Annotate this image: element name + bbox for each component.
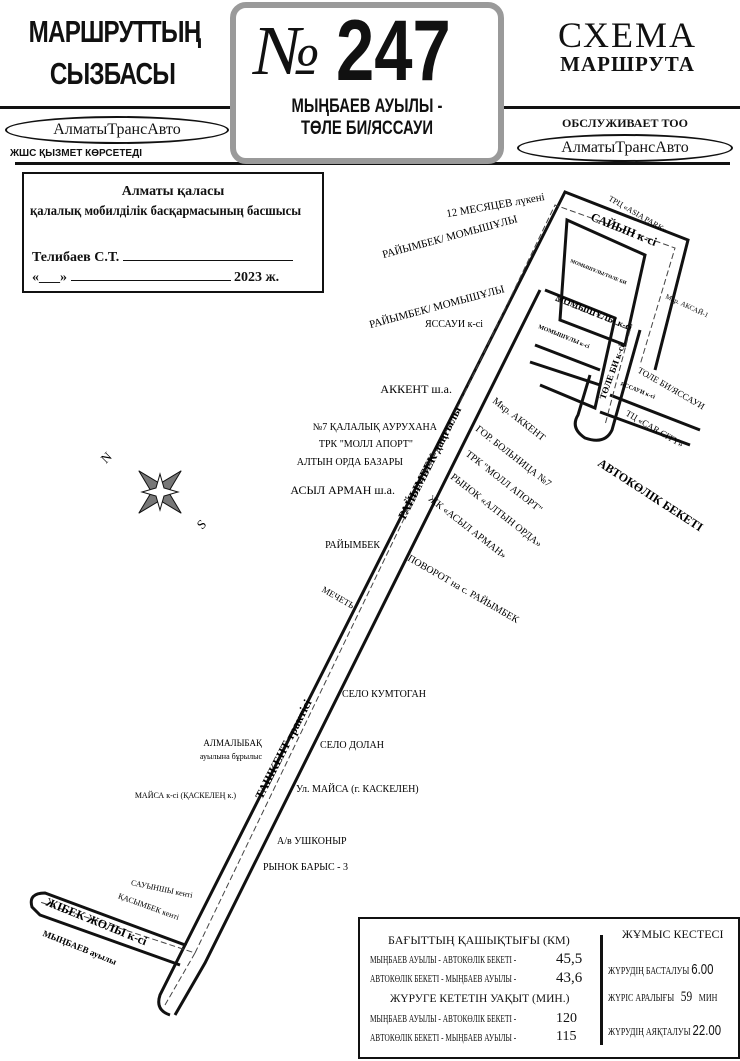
stop-povorot-raiymbek: ПОВОРОТ на с. РАЙЫМБЕК (406, 552, 522, 626)
time-value-1: 120 (556, 1011, 577, 1026)
date-line (70, 280, 231, 281)
header-rule-right (492, 106, 740, 109)
interval-value: 59 (680, 989, 693, 1005)
compass-rose: N S (98, 448, 210, 532)
title-kz-line1: МАРШРУТТЫҢ (28, 14, 202, 49)
stop-almalybak-turn: ауылына бұрылыс (200, 752, 263, 761)
stop-rynok-altyn-orda: РЫНОК «АЛТЫН ОРДА» (448, 472, 543, 550)
map-shape (554, 299, 631, 426)
road-label-momyshuly-tole: МОМЫШҰЛЫ/ТӨЛЕ БИ (569, 259, 627, 286)
main-road-left-edge (183, 190, 690, 946)
operator-ru-oval: АлматыТрансАвто (517, 134, 733, 162)
stop-sauynshy: САУЫНШЫ кенті (130, 878, 194, 900)
distance-row-2: АВТОКӨЛІК БЕКЕТІ - МЫҢБАЕВ АУЫЛЫ - (370, 974, 517, 985)
start-value: 6.00 (691, 961, 714, 978)
route-info-box: БАҒЫТТЫҢ ҚАШЫҚТЫҒЫ (КМ) МЫҢБАЕВ АУЫЛЫ - … (358, 917, 740, 1059)
map-shape: ТАШКЕНТ трактісі РАЙЫМБЕК даңғылы ЖІБЕК … (44, 210, 660, 949)
road-label-yassaui: ЯССАУИ к-сі (619, 381, 656, 400)
info-divider (600, 935, 603, 1045)
stop-avtokolik-beketi: АВТОКӨЛІК БЕКЕТІ (595, 456, 706, 535)
yassaui-street (599, 410, 691, 447)
stop-ul-maisa: Ул. МАЙСА (г. КАСКЕЛЕН) (296, 783, 419, 795)
interval-unit: МИН (698, 993, 718, 1004)
signature-line (122, 260, 293, 261)
number-sign: № (254, 13, 321, 90)
zhibek-zholy-road-outline (29, 891, 188, 1017)
map-shape (140, 472, 180, 512)
approval-date-day: «___» (32, 270, 67, 285)
stop-car-city: ТЦ «CAR CITY» (624, 408, 685, 449)
distance-value-2: 43,6 (556, 970, 583, 986)
route-path-dashed (39, 204, 676, 1006)
stop-12-mesyatsev: 12 МЕСЯЦЕВ лүкені (445, 191, 545, 220)
approval-year: 2023 ж. (234, 270, 280, 285)
inner-block-bottom (539, 288, 617, 411)
stop-selo-kumtogan: СЕЛО КУМТОГАН (342, 689, 426, 700)
time-title: ЖҮРУГЕ КЕТЕТІН УАҚЫТ (МИН.) (390, 993, 570, 1005)
compass-north-label: N (98, 448, 116, 466)
route-name-line1: МЫҢБАЕВ АУЫЛЫ - (291, 96, 443, 117)
title-kz-line2: СЫЗБАСЫ (49, 56, 176, 91)
end-value: 22.00 (692, 1022, 722, 1039)
road-label-momyshuly: МОМЫШҰЛЫ к-сі (554, 293, 634, 333)
inner-block-top (558, 217, 647, 348)
header-rule-left (0, 106, 232, 109)
time-row-1: МЫҢБАЕВ АУЫЛЫ - АВТОКӨЛІК БЕКЕТІ - (370, 1014, 517, 1025)
stop-mall-aport: ТРК "МОЛЛ АПОРТ" (319, 439, 413, 450)
time-row-2: АВТОКӨЛІК БЕКЕТІ - МЫҢБАЕВ АУЫЛЫ - (370, 1033, 517, 1044)
distance-row-1: МЫҢБАЕВ АУЫЛЫ - АВТОКӨЛІК БЕКЕТІ - (370, 955, 517, 966)
operator-ru-caption: ОБСЛУЖИВАЕТ ТОО (562, 116, 688, 130)
end-label: ЖҮРУДІҢ АЯҚТАЛУЫ (608, 1027, 691, 1038)
stop-akkent: АККЕНТ ш.а. (380, 382, 452, 396)
stop-raiymbek-momyshuly-1: РАЙЫМБЕК/ МОМЫШҰЛЫ (381, 213, 519, 261)
operator-kz-caption: ЖШС ҚЫЗМЕТ КӨРСЕТЕДІ (10, 148, 143, 159)
approval-box: Алматы қаласы қалалық мобилділік басқарм… (22, 172, 324, 293)
stop-ushkonyr: А/в УШКОНЫР (277, 836, 347, 847)
stop-tole-bi-yassaui: ТОЛЕ БИ/ЯССАУИ (636, 365, 707, 412)
stop-hospital-7: №7 ҚАЛАЛЫҚ АУРУХАНА (313, 422, 438, 433)
stop-mkr-akkent: Мкр. АККЕНТ (490, 396, 547, 444)
stop-almalybak: АЛМАЛЫБАҚ (203, 738, 263, 748)
time-value-2: 115 (556, 1029, 577, 1044)
start-label: ЖҮРУДІҢ БАСТАЛУЫ (608, 966, 690, 977)
schedule-title: ЖҰМЫС КЕСТЕСІ (622, 927, 724, 941)
compass-south-label: S (194, 516, 210, 532)
map-shape (39, 901, 196, 1006)
distance-title: БАҒЫТТЫҢ ҚАШЫҚТЫҒЫ (КМ) (388, 933, 570, 947)
stop-rynok-barys: РЫНОК БАРЫС - 3 (263, 862, 348, 873)
cross-street-1 (534, 343, 601, 372)
map-shape: 12 МЕСЯЦЕВ лүкені РАЙЫМБЕК/ МОМЫШҰЛЫ РАЙ… (41, 191, 545, 967)
distance-value-1: 45,5 (556, 951, 583, 967)
title-ru-line1: СХЕМА (557, 15, 698, 55)
stop-raiymbek: РАЙЫМБЕК (325, 539, 380, 551)
title-ru-line2: МАРШРУТА (560, 52, 695, 76)
route-name-line2: ТӨЛЕ БИ/ЯССАУИ (300, 118, 434, 139)
cross-street-2 (529, 360, 601, 387)
stop-maisa-kaskelen: МАЙСА к-сі (ҚАСКЕЛЕҢ к.) (135, 791, 237, 800)
stop-kasymbek: ҚАСЫМБЕК кенті (117, 891, 181, 922)
tole-bi-road-outline (573, 329, 642, 442)
route-number-box: № 247 МЫҢБАЕВ АУЫЛЫ - ТӨЛЕ БИ/ЯССАУИ (230, 2, 504, 164)
approval-line2: қалалық мобилділік басқармасының басшысы (30, 204, 302, 219)
road-outlines (29, 190, 701, 1017)
stop-asyl-arman: АСЫЛ АРМАН ш.а. (290, 483, 395, 497)
stop-mechet: МЕЧЕТЬ (320, 584, 356, 610)
stop-selo-dolan: СЕЛО ДОЛАН (320, 740, 384, 751)
map-shape (194, 204, 676, 954)
main-road-right-edge (173, 289, 542, 1016)
route-number: 247 (336, 3, 451, 99)
stop-altyn-orda: АЛТЫН ОРДА БАЗАРЫ (297, 457, 404, 468)
stop-trk-mall-aport: ТРК "МОЛЛ АПОРТ" (463, 449, 544, 516)
operator-kz-oval: АлматыТрансАвто (5, 116, 229, 144)
stop-yassaui: ЯССАУИ к-сі (425, 319, 483, 330)
approval-signer: Телибаев С.Т. (32, 250, 120, 265)
approval-line1: Алматы қаласы (121, 184, 225, 199)
interval-label: ЖҮРІС АРАЛЫҒЫ (608, 993, 675, 1004)
tole-bi-yassaui-street (609, 393, 701, 432)
stop-mynbaev: МЫҢБАЕВ ауылы (41, 928, 118, 967)
